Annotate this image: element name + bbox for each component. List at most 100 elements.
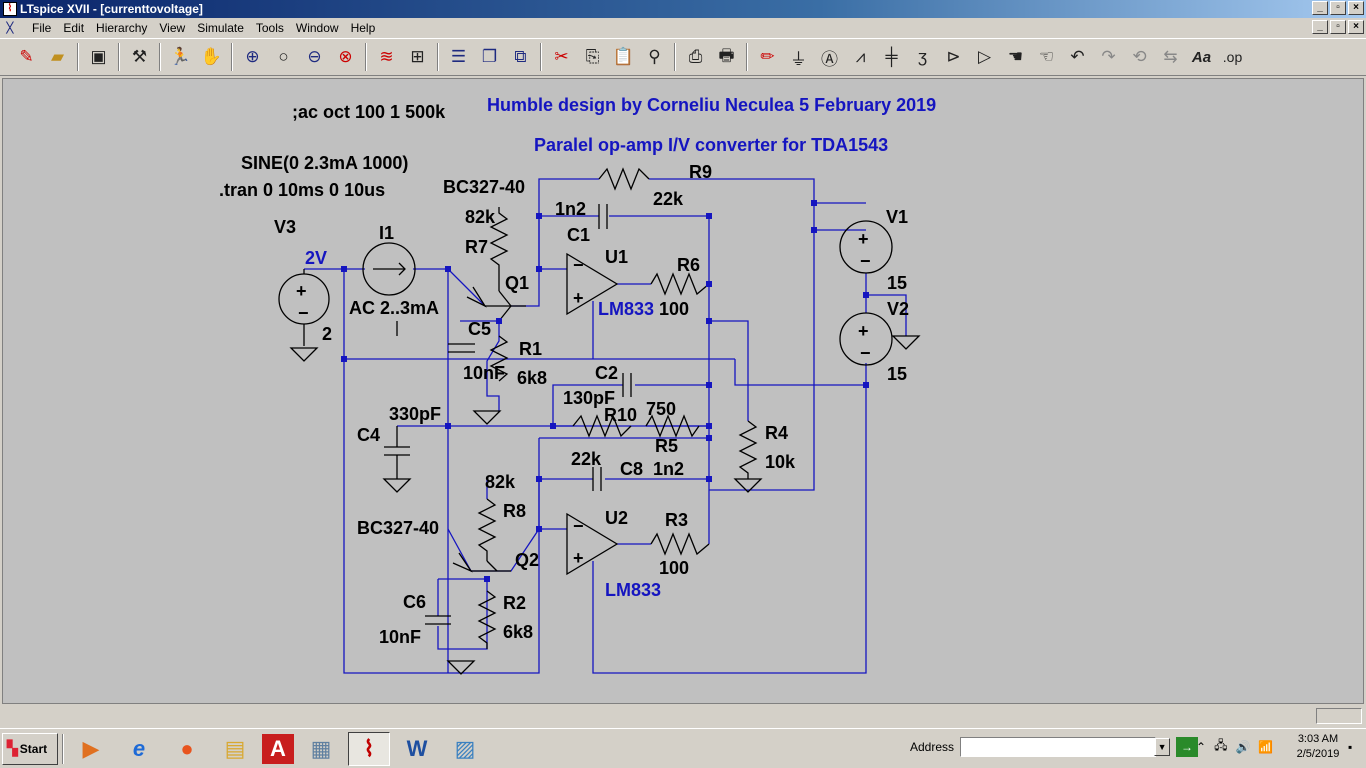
zoom-in-icon[interactable]: ⊕ bbox=[245, 47, 260, 66]
undo-icon[interactable]: ↶ bbox=[1070, 47, 1085, 66]
c8-capacitor[interactable] bbox=[592, 467, 602, 491]
diode-icon[interactable]: ⊳ bbox=[946, 47, 961, 66]
menu-simulate[interactable]: Simulate bbox=[197, 21, 244, 35]
doc-restore-button[interactable]: ▫ bbox=[1330, 20, 1346, 34]
restore-button[interactable]: ▫ bbox=[1330, 1, 1346, 15]
find-icon[interactable]: ⚲ bbox=[648, 47, 661, 66]
print-icon[interactable]: 🖶 bbox=[718, 45, 735, 65]
v2-source[interactable]: + − bbox=[839, 312, 921, 366]
schematic-canvas[interactable]: + − bbox=[2, 78, 1364, 704]
image-viewer-icon[interactable]: ▨ bbox=[454, 735, 476, 761]
u1-opamp[interactable]: − + bbox=[566, 252, 619, 316]
word-icon[interactable]: W bbox=[406, 735, 428, 761]
v1-source[interactable]: + − bbox=[839, 220, 893, 274]
run-icon[interactable]: 🏃 bbox=[169, 47, 192, 66]
save-icon[interactable]: ▣ bbox=[90, 47, 107, 66]
u2-opamp[interactable]: − + bbox=[566, 512, 619, 576]
document-system-icon[interactable]: ᚷ bbox=[6, 20, 14, 35]
i1-current-source[interactable] bbox=[362, 242, 416, 336]
redo-icon[interactable]: ↷ bbox=[1101, 47, 1116, 66]
new-schematic-icon[interactable]: ✎ bbox=[19, 47, 34, 66]
menu-window[interactable]: Window bbox=[295, 21, 339, 35]
start-button[interactable]: ▚ Start bbox=[2, 732, 58, 765]
go-button[interactable]: → bbox=[1176, 737, 1199, 757]
menu-help[interactable]: Help bbox=[350, 21, 376, 35]
rotate-icon[interactable]: ⟲ bbox=[1132, 47, 1147, 66]
c6-capacitor[interactable] bbox=[425, 615, 451, 625]
capacitor-icon[interactable]: ╪ bbox=[885, 47, 898, 66]
control-panel-icon[interactable]: ⚒ bbox=[131, 47, 148, 66]
notification-icon[interactable]: ▪ bbox=[1348, 740, 1353, 754]
component-icon[interactable]: ▷ bbox=[977, 47, 992, 66]
open-icon[interactable]: ▰ bbox=[50, 47, 65, 66]
menu-tools[interactable]: Tools bbox=[255, 21, 284, 35]
zoom-fit-icon[interactable]: ⊗ bbox=[338, 47, 353, 66]
r3-resistor[interactable] bbox=[650, 532, 710, 556]
r1-resistor[interactable] bbox=[472, 335, 509, 425]
cut-icon[interactable]: ✂ bbox=[554, 47, 569, 66]
tray-expand-icon[interactable]: ⌃ bbox=[1196, 739, 1207, 754]
c2-capacitor[interactable] bbox=[622, 373, 632, 397]
spice-directive-icon[interactable]: .op bbox=[1222, 49, 1243, 65]
ltspice-icon[interactable]: ⌇ bbox=[348, 731, 390, 766]
mirror-icon[interactable]: ⇆ bbox=[1163, 47, 1178, 66]
halt-icon[interactable]: ✋ bbox=[200, 47, 223, 66]
firefox-icon[interactable]: ● bbox=[180, 735, 194, 761]
paste-icon[interactable]: 📋 bbox=[612, 47, 635, 66]
c5-name: C5 bbox=[468, 319, 491, 339]
media-player-icon[interactable]: ▶ bbox=[82, 735, 100, 761]
address-dropdown-button[interactable]: ▼ bbox=[1154, 738, 1171, 756]
r4-resistor[interactable] bbox=[733, 420, 763, 493]
resistor-icon[interactable]: ⩘ bbox=[855, 47, 866, 66]
ltspice-app-icon[interactable]: ⌇ bbox=[3, 2, 17, 16]
label-net-icon[interactable]: Ⓐ bbox=[821, 49, 838, 69]
inductor-icon[interactable]: ʒ bbox=[917, 47, 928, 66]
menu-hierarchy[interactable]: Hierarchy bbox=[96, 21, 148, 35]
q2-transistor[interactable] bbox=[452, 552, 511, 573]
minimize-button[interactable]: _ bbox=[1312, 1, 1328, 15]
c1-capacitor[interactable] bbox=[598, 204, 608, 229]
r6-resistor[interactable] bbox=[650, 272, 710, 296]
autoscale-icon[interactable]: ≋ bbox=[379, 47, 394, 66]
c2-name: C2 bbox=[595, 363, 618, 383]
tile-horizontal-icon[interactable]: ☰ bbox=[450, 47, 467, 66]
tile-vertical-icon[interactable]: ⧉ bbox=[514, 47, 527, 66]
ground-icon[interactable]: ⏚ bbox=[790, 49, 807, 69]
menu-edit[interactable]: Edit bbox=[63, 21, 85, 35]
file-explorer-icon[interactable]: ▤ bbox=[224, 735, 246, 761]
r10-resistor[interactable] bbox=[572, 414, 632, 438]
c5-capacitor[interactable] bbox=[448, 343, 475, 353]
move-icon[interactable]: ☚ bbox=[1007, 47, 1024, 66]
cascade-icon[interactable]: ❐ bbox=[481, 47, 498, 66]
menu-file[interactable]: File bbox=[32, 21, 52, 35]
r8-resistor[interactable] bbox=[477, 498, 497, 561]
drag-icon[interactable]: ☜ bbox=[1038, 47, 1055, 66]
schematic-drawing[interactable]: + − bbox=[3, 79, 1363, 703]
r2-resistor[interactable] bbox=[446, 590, 497, 675]
calculator-icon[interactable]: ▦ bbox=[310, 735, 332, 761]
copy-icon[interactable]: ⎘ bbox=[585, 47, 600, 66]
zoom-out-icon[interactable]: ⊖ bbox=[307, 47, 322, 66]
doc-minimize-button[interactable]: _ bbox=[1312, 20, 1328, 34]
menu-view[interactable]: View bbox=[159, 21, 186, 35]
zoom-pan-icon[interactable]: ○ bbox=[278, 47, 289, 66]
clock[interactable]: 3:03 AM 2/5/2019 bbox=[1292, 732, 1344, 762]
r5-resistor[interactable] bbox=[645, 414, 700, 438]
status-panel bbox=[1316, 708, 1362, 724]
v3-source[interactable]: + − bbox=[278, 269, 330, 362]
text-icon[interactable]: Aa bbox=[1191, 48, 1212, 66]
address-input[interactable] bbox=[960, 737, 1157, 757]
doc-close-button[interactable]: × bbox=[1348, 20, 1364, 34]
draw-wire-icon[interactable]: ✏ bbox=[760, 47, 775, 66]
print-setup-icon[interactable]: ⎙ bbox=[688, 47, 703, 66]
close-button[interactable]: × bbox=[1348, 1, 1364, 15]
volume-icon[interactable]: 🔊 bbox=[1235, 739, 1251, 754]
signal-icon[interactable]: 📶 bbox=[1258, 739, 1274, 754]
internet-explorer-icon[interactable]: e bbox=[132, 735, 146, 761]
c4-capacitor[interactable] bbox=[382, 426, 412, 493]
network-icon[interactable]: 🖧 bbox=[1214, 738, 1228, 752]
acrobat-icon[interactable]: A bbox=[262, 733, 294, 764]
grid-icon[interactable]: ⊞ bbox=[410, 47, 425, 66]
r7-resistor[interactable] bbox=[489, 207, 509, 291]
r9-resistor[interactable] bbox=[598, 167, 650, 191]
